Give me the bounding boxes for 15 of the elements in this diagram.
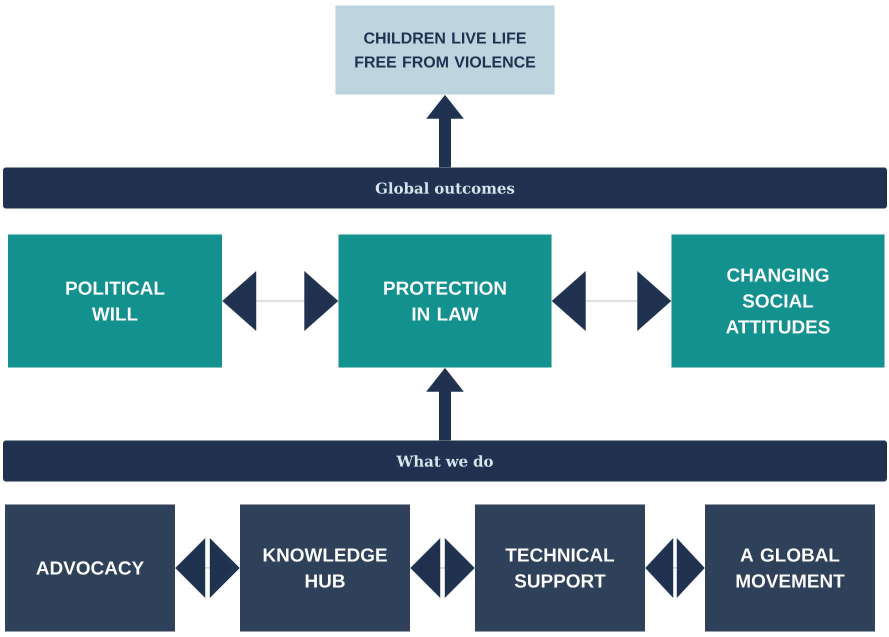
- activity-box: TECHNICAL SUPPORT: [475, 504, 645, 632]
- double-arrow: [175, 538, 240, 598]
- activity-box: KNOWLEDGE HUB: [240, 504, 410, 632]
- outcome-box: POLITICAL WILL: [8, 234, 222, 368]
- double-arrow: [410, 538, 475, 598]
- double-arrow: [222, 271, 338, 331]
- goal-box: CHILDREN LIVE LIFE FREE FROM VIOLENCE: [336, 6, 554, 94]
- double-arrow: [645, 538, 705, 598]
- section-band: Global outcomes: [3, 168, 887, 208]
- double-arrow: [552, 271, 672, 331]
- outcome-box: CHANGING SOCIAL ATTITUDES: [672, 234, 884, 368]
- activity-box: ADVOCACY: [5, 504, 175, 632]
- activity-box: A GLOBAL MOVEMENT: [705, 504, 875, 632]
- section-band: What we do: [3, 440, 887, 482]
- outcome-box: PROTECTION IN LAW: [338, 234, 552, 368]
